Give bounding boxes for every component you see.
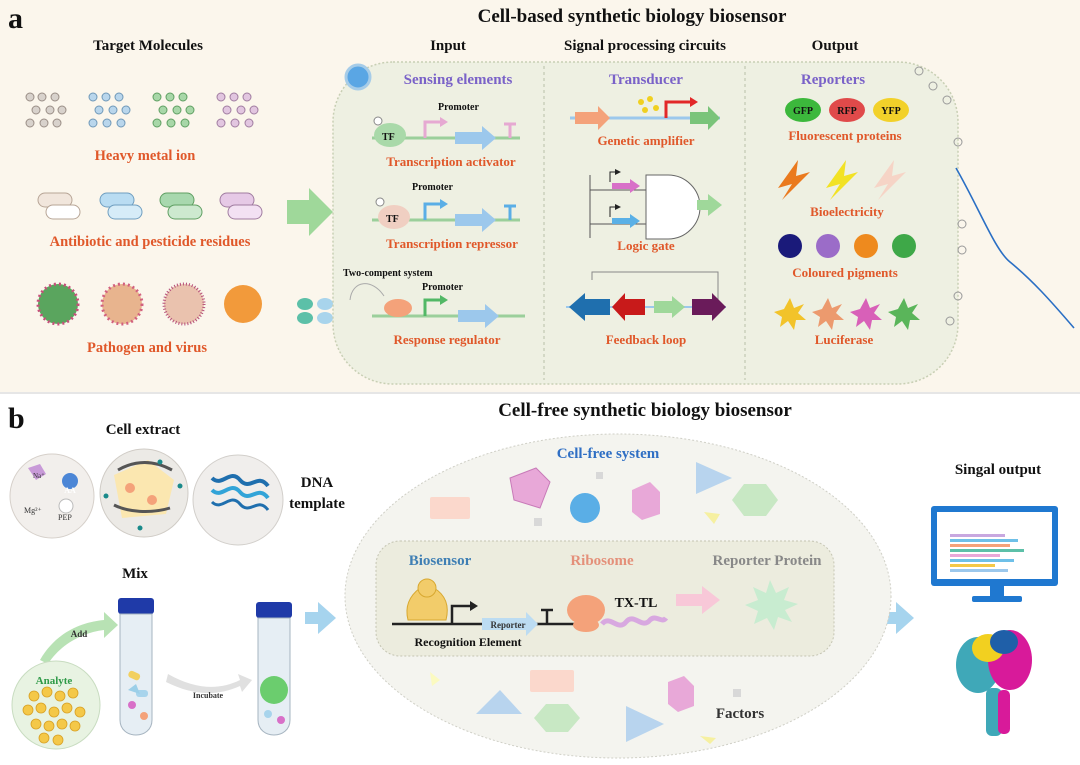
extract-mg-label: Mg²⁺ xyxy=(24,506,42,515)
gfp-label: GFP xyxy=(793,106,813,117)
repressor-circuit-icon xyxy=(372,197,520,232)
reporters-title: Reporters xyxy=(801,72,865,88)
reporter-gene-label: Reporter xyxy=(491,620,526,630)
luciferase-label: Luciferase xyxy=(815,332,874,347)
genetic-amplifier-label: Genetic amplifier xyxy=(597,133,694,148)
ribosome-label: Ribosome xyxy=(570,553,634,569)
two-component-label: Two-compent system xyxy=(343,268,433,279)
panel-a-letter: a xyxy=(8,2,23,35)
logic-gate-icon xyxy=(589,169,722,240)
output-header: Output xyxy=(812,38,859,54)
fluorescent-proteins-label: Fluorescent proteins xyxy=(788,128,901,143)
cell-extract-circle xyxy=(9,453,95,539)
logic-gate-label: Logic gate xyxy=(617,238,675,253)
input-header: Input xyxy=(430,38,466,54)
cell-extract-label: Cell extract xyxy=(106,422,181,438)
coloured-pigments-label: Coloured pigments xyxy=(792,265,898,280)
heavy-metal-ion-label: Heavy metal ion xyxy=(95,148,196,164)
gfp-protein-icon xyxy=(785,98,821,122)
bioelectricity-label: Bioelectricity xyxy=(810,204,884,219)
mixing-tube-icon xyxy=(118,598,154,736)
factor-shapes-icon xyxy=(430,462,778,526)
incubate-arrow-icon xyxy=(166,674,252,694)
tf-label-2: TF xyxy=(386,214,399,225)
protein-structure-icon xyxy=(956,630,1032,736)
genetic-amplifier-icon xyxy=(570,96,720,130)
feedback-loop-icon xyxy=(566,271,726,321)
transcription-repressor-label: Transcription repressor xyxy=(386,236,518,251)
dna-template-icon xyxy=(192,454,284,546)
sensing-cell-icon xyxy=(344,63,372,91)
feedback-loop-label: Feedback loop xyxy=(606,332,687,347)
output-signal-curve xyxy=(955,167,1075,329)
panel-a-title: Cell-based synthetic biology biosensor xyxy=(478,6,787,27)
lightning-bolt-icon xyxy=(778,160,906,200)
incubated-tube-icon xyxy=(256,602,292,736)
panel-b-title: Cell-free synthetic biology biosensor xyxy=(498,400,792,421)
target-molecules-header: Target Molecules xyxy=(93,38,203,54)
promoter-label-3: Promoter xyxy=(422,282,463,293)
signal-output-label: Singal output xyxy=(955,462,1041,478)
signal-processing-header: Signal processing circuits xyxy=(564,38,726,54)
analyte-label: Analyte xyxy=(36,675,73,687)
rfp-protein-icon xyxy=(829,98,865,122)
antibiotic-label: Antibiotic and pesticide residues xyxy=(50,234,251,250)
tx-tl-label: TX-TL xyxy=(615,596,658,611)
yfp-protein-icon xyxy=(873,98,909,122)
add-arrow-icon xyxy=(40,612,118,664)
rfp-label: RFP xyxy=(837,106,856,117)
tf-label-1: TF xyxy=(382,132,395,143)
input-arrow-icon xyxy=(287,188,333,236)
dna-label-line2: template xyxy=(289,496,345,512)
pathogen-virus-icon xyxy=(36,282,262,326)
luciferase-star-icon xyxy=(774,298,920,330)
incubate-label: Incubate xyxy=(193,691,224,700)
pathogen-label: Pathogen and virus xyxy=(87,340,207,356)
activator-circuit-icon xyxy=(372,116,520,150)
factors-label: Factors xyxy=(716,706,764,722)
receptor-icon xyxy=(297,298,333,324)
add-label: Add xyxy=(71,629,88,639)
promoter-label-1: Promoter xyxy=(438,102,479,113)
reporter-protein-star-icon xyxy=(745,580,798,630)
tx-tl-arrow-icon xyxy=(676,586,720,614)
factor-shapes-lower-icon xyxy=(430,670,741,744)
lysate-circle xyxy=(99,448,189,538)
extract-aa-label: AA xyxy=(64,486,76,495)
extract-na-label: Na⁺ xyxy=(33,472,45,480)
bar-output-icon xyxy=(950,534,1024,572)
to-output-arrow-icon xyxy=(884,602,914,634)
yfp-label: YFP xyxy=(881,106,900,117)
dna-label-line1: DNA xyxy=(301,475,334,491)
transducer-title: Transducer xyxy=(609,72,683,88)
recognition-element-label: Recognition Element xyxy=(415,635,522,649)
cell-free-system-label: Cell-free system xyxy=(557,446,660,462)
sensing-elements-title: Sensing elements xyxy=(404,72,513,88)
heavy-metal-ion-icon xyxy=(25,92,259,128)
ribosome-icon xyxy=(567,595,669,632)
extract-pep-label: PEP xyxy=(58,513,72,522)
recognition-element-icon xyxy=(392,578,574,636)
mix-label: Mix xyxy=(122,566,148,582)
membrane-receptor-icon xyxy=(914,66,967,326)
promoter-label-2: Promoter xyxy=(412,182,453,193)
biosensor-label: Biosensor xyxy=(409,553,472,569)
pigment-dots-icon xyxy=(778,234,916,258)
antibiotic-pill-icon xyxy=(37,192,263,220)
response-regulator-label: Response regulator xyxy=(393,332,500,347)
response-regulator-circuit-icon xyxy=(349,283,525,328)
reporter-protein-label: Reporter Protein xyxy=(713,553,823,569)
transcription-activator-label: Transcription activator xyxy=(386,154,516,169)
panel-b-letter: b xyxy=(8,402,25,435)
analyte-circle xyxy=(11,660,101,750)
to-system-arrow-icon xyxy=(305,602,336,634)
